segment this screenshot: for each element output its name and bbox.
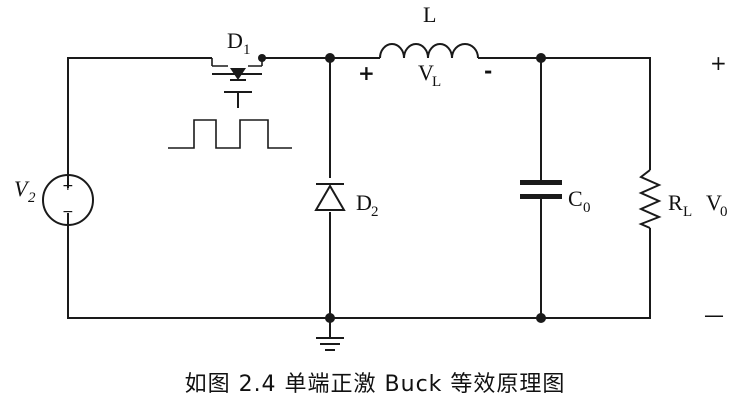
inductor-l (379, 43, 479, 59)
capacitor-label-sub: 0 (583, 200, 591, 216)
ground-icon (316, 337, 344, 351)
circuit-wires (67, 57, 651, 338)
capacitor-label: C (568, 186, 583, 211)
inductor-label: L (423, 2, 436, 27)
inductor-plus-sign: + (358, 61, 375, 85)
source-label-sub: 2 (28, 190, 36, 206)
output-plus-sign: + (710, 51, 727, 75)
capacitor-c0 (520, 180, 562, 199)
figure-caption: 如图 2.4 单端正激 Buck 等效原理图 (184, 372, 566, 397)
load-resistor-rl (638, 169, 662, 229)
gate-pulse-waveform (168, 119, 292, 149)
switch-d1 (211, 58, 263, 108)
switch-label: D (227, 28, 243, 53)
inductor-voltage-label: V (418, 60, 434, 85)
switch-label-sub: 1 (243, 42, 251, 58)
output-label-sub: 0 (720, 204, 728, 220)
output-label: V (706, 190, 722, 215)
diode-label: D (356, 190, 372, 215)
inductor-voltage-sub: L (432, 74, 441, 90)
load-label: R (668, 190, 683, 215)
diode-label-sub: 2 (371, 204, 379, 220)
junction-dots (258, 53, 546, 323)
inductor-minus-sign: - (484, 59, 492, 83)
load-label-sub: L (683, 204, 692, 220)
output-minus-sign: — (704, 303, 724, 327)
diode-d2 (314, 183, 346, 211)
source-plus-sign: + (62, 178, 74, 194)
source-minus-sign: − (62, 204, 74, 220)
source-label: V (14, 176, 30, 201)
voltage-source-v2: + − (42, 174, 94, 226)
